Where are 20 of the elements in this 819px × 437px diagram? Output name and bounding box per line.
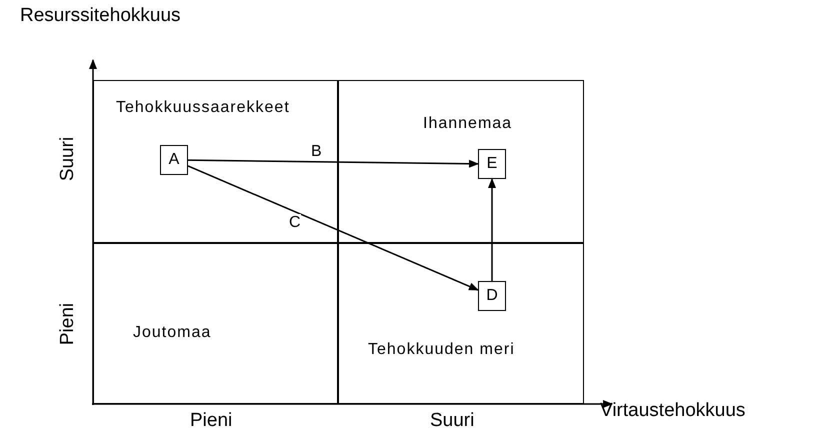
edge-label: B xyxy=(311,143,322,161)
letter-box: E xyxy=(478,149,506,179)
axis-value-label: Suuri xyxy=(430,410,474,432)
letter-box: D xyxy=(478,281,506,311)
axis-title: Virtaustehokkuus xyxy=(600,400,746,422)
axis-value-label: Pieni xyxy=(190,410,232,432)
quadrant-region xyxy=(338,80,584,243)
quadrant-title: Tehokkuussaarekkeet xyxy=(116,99,290,117)
quadrant-title: Joutomaa xyxy=(133,324,212,342)
axis-value-label: Suuri xyxy=(57,136,79,182)
axis-title: Resurssitehokkuus xyxy=(20,5,181,27)
arrow xyxy=(488,178,496,281)
quadrant-region xyxy=(93,243,338,404)
axis-value-label: Pieni xyxy=(57,302,79,346)
quadrant-title: Tehokkuuden meri xyxy=(368,341,515,359)
arrow xyxy=(188,165,479,291)
letter-box: A xyxy=(160,145,188,175)
quadrant-title: Ihannemaa xyxy=(423,115,512,133)
arrow xyxy=(188,159,479,168)
quadrant-region xyxy=(338,243,584,404)
